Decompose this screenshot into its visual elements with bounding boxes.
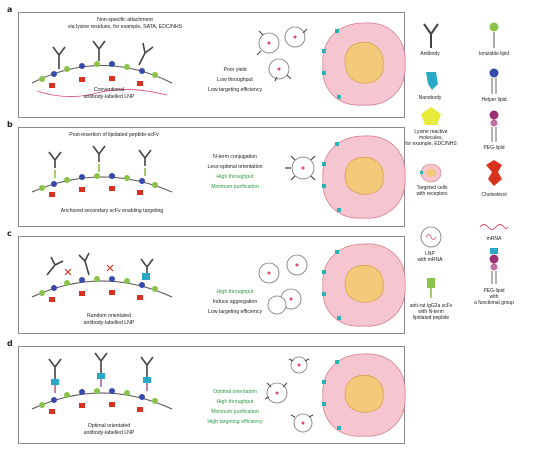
ionizable-lipid-icon (489, 22, 499, 48)
attribute-2: Less-optimal orientation (207, 164, 263, 170)
panel-d: d Optimal orientated antibody-labelled L… (7, 339, 406, 444)
attribute-4: High targeting efficiency (207, 419, 263, 425)
target-cell (322, 353, 406, 437)
antibody-icon (423, 23, 439, 48)
panel-label: d (7, 339, 13, 348)
attribute-1: N-term conjugation (213, 154, 257, 160)
legend-peg-label: PEG-lipid (483, 145, 505, 151)
lysine-reactive-icon (421, 107, 441, 125)
attribute-1: High throughput (216, 289, 254, 295)
lnp-membrane (31, 252, 173, 302)
legend-cholesterol-label: Cholesterol (481, 192, 507, 198)
attribute-1: Poor yield (223, 67, 247, 73)
lnp-caption: Conventional antibody-labelled LNP (83, 87, 135, 100)
panel-label: c (7, 229, 12, 238)
attribute-2: Low throughput (217, 77, 253, 83)
attribute-3: Low targeting efficiency (207, 87, 263, 93)
peg-lipid-functional-icon (489, 248, 499, 284)
lnp-cluster (258, 254, 308, 315)
target-cell (322, 22, 406, 106)
lnp-membrane (31, 40, 173, 97)
legend-antibody-label: Antibody (420, 51, 440, 57)
mrna-icon (479, 224, 509, 230)
attribute-2: High throughput (216, 399, 254, 405)
attribute-4: Minimum purification (211, 184, 259, 190)
targeted-cell-icon (420, 163, 442, 183)
legend-scfv-label: anti-rat IgG2a scFv with N-term lipidate… (409, 303, 453, 321)
lnp-cluster (264, 356, 314, 433)
legend-pegfunc-label: PEG-lipid with a functional group (474, 288, 514, 306)
attribute-2: Induce aggregation (212, 299, 258, 305)
cholesterol-icon (486, 160, 502, 186)
lnp-cluster (285, 155, 316, 181)
attribute-1: Optimal orientation (213, 389, 257, 395)
legend-lnp-label: LNP with mRNA (417, 251, 443, 263)
target-cell (322, 243, 406, 327)
attachment-note: Non-specific attachment via lysine resid… (67, 17, 183, 30)
panel-label: a (7, 5, 13, 14)
insertion-note: Post-insertion of lipidated peptide-scFv (69, 132, 159, 138)
nanobody-icon (426, 72, 438, 90)
panel-b: b Post-insertion of lipidated peptide-sc… (7, 120, 406, 227)
attribute-3: High throughput (216, 174, 254, 180)
helper-lipid-icon (489, 68, 499, 94)
scfv-icon (427, 278, 435, 298)
lnp-caption: Anchored secondary scFv enabling targeti… (60, 208, 164, 214)
attribute-3: Minimum purification (211, 409, 259, 415)
legend-cells-label: Targeted cells with receptors (416, 185, 448, 197)
legend-mrna-label: mRNA (486, 236, 502, 242)
lnp-membrane (31, 145, 173, 197)
panel-c: c Random orientated antibody-labelled LN… (7, 229, 406, 334)
attribute-3: Low targeting efficiency (207, 309, 263, 315)
panel-a: a Non-specific attachment via lysine res… (7, 5, 406, 118)
lnp-caption: Optimal orientated antibody-labelled LNP (83, 423, 135, 436)
legend-lysine-label: Lysine reactive molecules, for example, … (405, 129, 457, 147)
legend-helper-label: Helper lipid (481, 97, 507, 103)
peg-lipid-icon (489, 110, 499, 142)
legend-ionizable-label: Ionizable lipid (478, 51, 510, 57)
target-cell (322, 135, 406, 219)
lnp-caption: Random orientated antibody-labelled LNP (83, 313, 135, 326)
lnp-membrane (31, 352, 173, 414)
lnp-mrna-icon (420, 226, 442, 248)
legend-nanobody-label: Nanobody (418, 95, 442, 101)
lnp-cluster (256, 26, 308, 82)
panel-label: b (7, 120, 13, 129)
